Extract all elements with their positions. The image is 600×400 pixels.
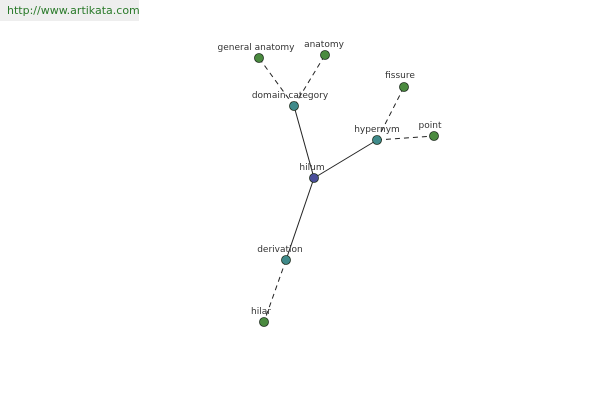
label-hypernym: hypernym [354,125,400,135]
node-hilar[interactable] [259,317,269,327]
edge-hypernym-point [376,135,435,141]
label-domain-category: domain category [252,91,329,101]
node-anatomy[interactable] [320,50,330,60]
url-banner: http://www.artikata.com [0,0,140,21]
edge-hypernym-fissure [376,86,405,141]
edge-domain-category-anatomy [293,54,326,107]
node-fissure[interactable] [399,82,409,92]
label-point: point [419,121,442,131]
node-general-anatomy[interactable] [254,53,264,63]
edge-hilum-hypernym [313,139,378,179]
node-hilum[interactable] [309,173,319,183]
label-hilar: hilar [251,307,271,317]
graph-nodes: hilum domain category hypernym derivation ge… [218,40,442,327]
edge-derivation-hilar [263,259,287,323]
node-hypernym[interactable] [372,135,382,145]
node-domain-category[interactable] [289,101,299,111]
node-derivation[interactable] [281,255,291,265]
url-link[interactable]: http://www.artikata.com [7,4,140,17]
edge-domain-category-general-anatomy [258,57,295,107]
graph-edges [258,54,435,323]
label-fissure: fissure [385,71,415,81]
label-general-anatomy: general anatomy [218,43,296,53]
node-point[interactable] [429,131,439,141]
edge-hilum-domain-category [293,105,315,179]
label-hilum: hilum [299,163,324,173]
edge-hilum-derivation [285,177,315,261]
label-derivation: derivation [257,245,303,255]
label-anatomy: anatomy [304,40,345,50]
